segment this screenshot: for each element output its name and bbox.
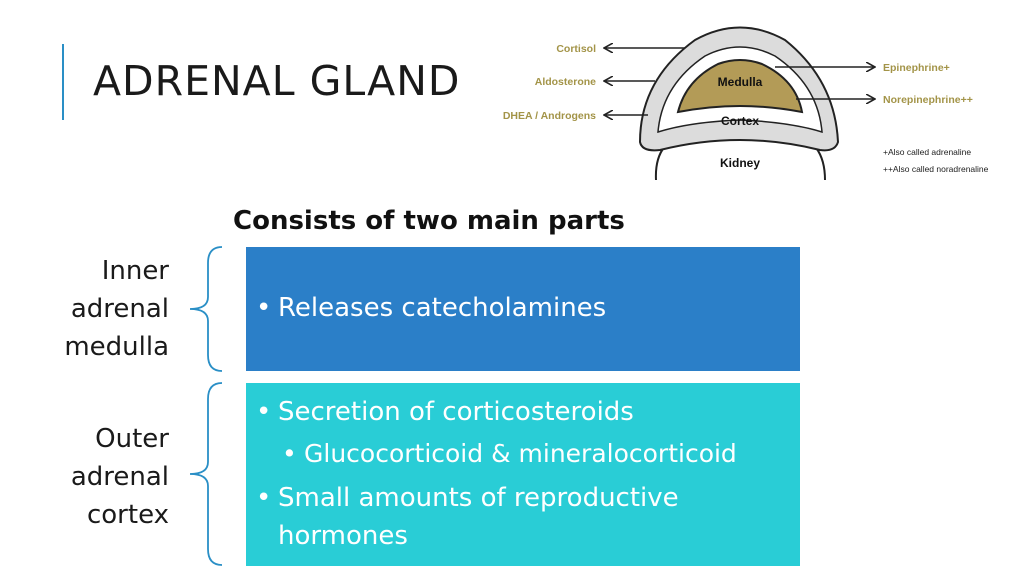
- bullet-icon: •: [256, 483, 272, 513]
- bullet-text: Secretion of corticosteroids: [278, 397, 634, 427]
- title-accent-bar: [62, 44, 64, 120]
- label-line: cortex: [86, 500, 169, 530]
- output-norepinephrine: Norepinephrine++: [883, 94, 973, 106]
- kidney-label: Kidney: [720, 156, 760, 170]
- adrenal-diagram: Medulla Cortex Kidney Cortisol Aldostero…: [490, 20, 1020, 185]
- label-line: medulla: [64, 332, 169, 362]
- cortex-label: Cortex: [721, 114, 759, 128]
- label-line: adrenal: [70, 294, 169, 324]
- output-aldosterone: Aldosterone: [535, 76, 596, 88]
- output-epinephrine: Epinephrine+: [883, 62, 950, 74]
- bullet-icon: •: [256, 293, 272, 323]
- label-line: Outer: [95, 424, 169, 454]
- bullet-item: •Small amounts of reproductive: [256, 481, 679, 515]
- section-heading: Consists of two main parts: [233, 206, 625, 236]
- bullet-text: Small amounts of reproductive: [278, 483, 679, 513]
- medulla-content-box: •Releases catecholamines: [246, 247, 800, 371]
- bullet-continuation: hormones: [278, 519, 408, 553]
- slide-title: ADRENAL GLAND: [93, 57, 461, 105]
- brace-outer: [189, 382, 223, 566]
- bullet-item: •Secretion of corticosteroids: [256, 395, 634, 429]
- bullet-icon: •: [282, 439, 297, 468]
- cortex-content-box: •Secretion of corticosteroids •Glucocort…: [246, 383, 800, 566]
- bullet-text: Releases catecholamines: [278, 293, 607, 323]
- output-dhea: DHEA / Androgens: [503, 110, 596, 122]
- medulla-shape: [676, 59, 804, 114]
- brace-inner: [189, 246, 223, 372]
- medulla-label: Medulla: [718, 75, 763, 89]
- inner-medulla-label: Inner adrenal medulla: [64, 252, 169, 366]
- bullet-icon: •: [256, 397, 272, 427]
- bullet-text: hormones: [278, 521, 408, 551]
- outer-cortex-label: Outer adrenal cortex: [71, 420, 169, 534]
- footnote-noradrenaline: ++Also called noradrenaline: [883, 164, 989, 174]
- footnote-adrenaline: +Also called adrenaline: [883, 147, 971, 157]
- sub-bullet-item: •Glucocorticoid & mineralocorticoid: [282, 437, 737, 471]
- label-line: Inner: [101, 256, 169, 286]
- output-cortisol: Cortisol: [556, 43, 596, 55]
- label-line: adrenal: [70, 462, 169, 492]
- bullet-item: •Releases catecholamines: [256, 291, 606, 325]
- bullet-text: Glucocorticoid & mineralocorticoid: [304, 439, 737, 468]
